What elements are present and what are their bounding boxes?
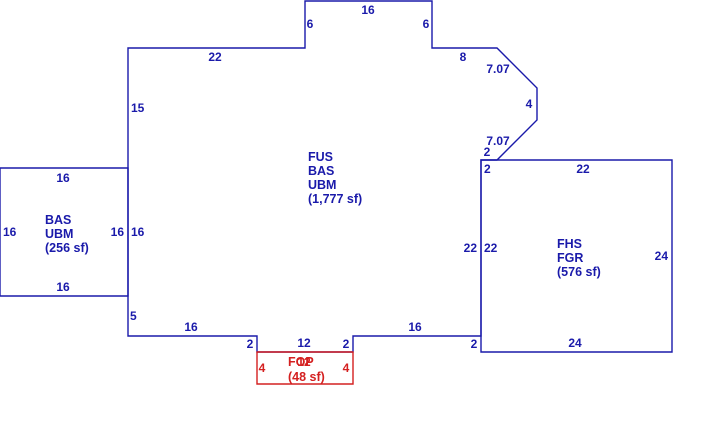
dim-main-bottom-right: 16 (408, 320, 422, 334)
dim-left-bottom: 16 (56, 280, 70, 294)
main-area-line: BAS (308, 164, 334, 178)
dim-main-porch-step-left: 2 (247, 337, 254, 351)
porch-area-label: FOP (48 sf) (288, 355, 325, 384)
right-area-sf: (576 sf) (557, 265, 601, 279)
dim-left-left: 16 (3, 225, 17, 239)
dim-main-right-side: 22 (464, 241, 478, 255)
dim-main-top-bump-left: 6 (307, 17, 314, 31)
dim-main-top-left: 22 (208, 50, 222, 64)
left-area-line: BAS (45, 213, 71, 227)
main-area-label: FUS BAS UBM (1,777 sf) (308, 150, 362, 206)
dim-right-top: 22 (576, 162, 590, 176)
dim-main-top-bump-top: 16 (361, 3, 375, 17)
right-area-line: FGR (557, 251, 583, 265)
left-area-label: BAS UBM (256 sf) (45, 213, 89, 255)
dim-main-top-bump-right: 6 (423, 17, 430, 31)
dim-main-porch-step-right: 2 (343, 337, 350, 351)
dim-main-step-right: 2 (484, 145, 491, 159)
dim-main-left-lower: 5 (130, 309, 137, 323)
dim-main-angled-side: 4 (526, 97, 533, 111)
dim-left-right: 16 (111, 225, 125, 239)
porch-area-sf: (48 sf) (288, 370, 325, 384)
left-area-line: UBM (45, 227, 73, 241)
dim-main-bottom-center: 12 (297, 336, 311, 350)
porch-area-line: FOP (288, 355, 313, 369)
dim-main-step-bottom-right: 2 (471, 337, 478, 351)
dim-right-left-top: 2 (484, 162, 491, 176)
dim-main-angled-lower: 7.07 (486, 134, 510, 148)
dim-right-bottom: 24 (568, 336, 582, 350)
porch-overlap-number: 12 (297, 355, 311, 369)
dim-main-angled-upper: 7.07 (486, 62, 510, 76)
dim-main-left-middle: 16 (131, 225, 145, 239)
dim-main-top-right: 8 (460, 50, 467, 64)
main-area-line: FUS (308, 150, 333, 164)
left-area-outline (0, 167, 129, 297)
porch-area-outline (256, 351, 354, 385)
main-area-line: UBM (308, 178, 336, 192)
dim-main-bottom-left: 16 (184, 320, 198, 334)
dim-porch-right: 4 (343, 361, 350, 375)
main-area-sf: (1,777 sf) (308, 192, 362, 206)
dim-main-left-upper: 15 (131, 101, 145, 115)
left-area-sf: (256 sf) (45, 241, 89, 255)
right-area-line: FHS (557, 237, 582, 251)
right-area-outline (480, 159, 673, 353)
dim-left-top: 16 (56, 171, 70, 185)
dim-right-left: 22 (484, 241, 498, 255)
dim-right-right: 24 (655, 249, 669, 263)
right-area-label: FHS FGR (576 sf) (557, 237, 601, 279)
dim-porch-left: 4 (259, 361, 266, 375)
